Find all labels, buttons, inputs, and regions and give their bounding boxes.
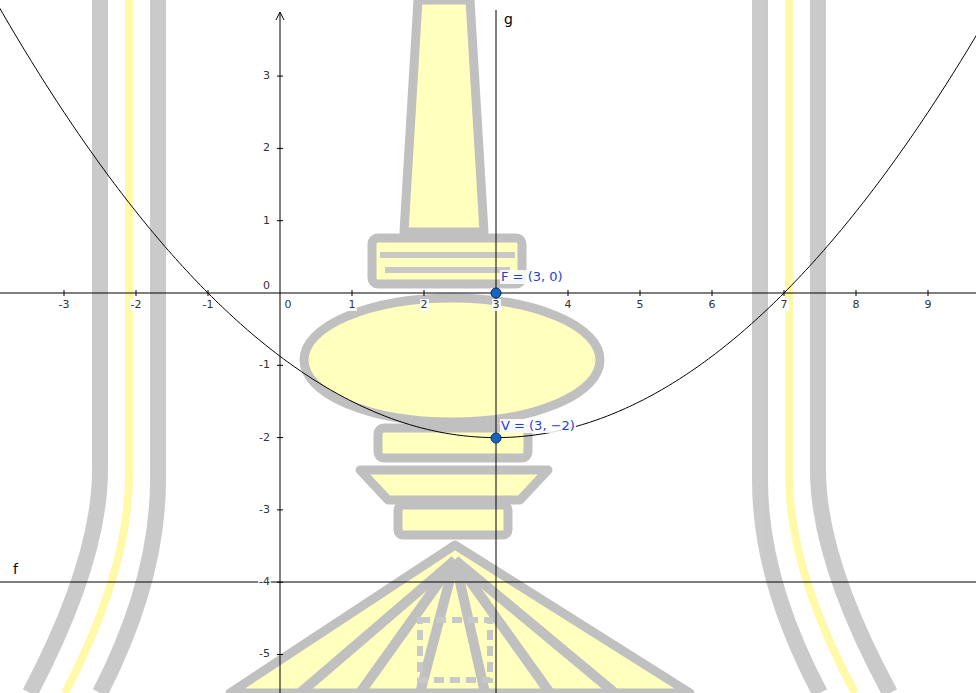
- y-tick-label: -1: [258, 359, 271, 371]
- stupa-spire: [404, 0, 484, 232]
- y-tick-label: -5: [258, 648, 271, 660]
- directrix-line-f: [0, 582, 976, 583]
- x-axis: [0, 293, 976, 294]
- y-tick-label: 1: [262, 215, 271, 227]
- right-arch-outer: [818, 0, 890, 693]
- vertex-point: [491, 433, 501, 443]
- x-tick-label: 9: [924, 299, 933, 311]
- point-label: V = (3, −2): [500, 419, 576, 433]
- y-tick-label: -3: [258, 504, 271, 516]
- x-tick-label: 0: [284, 299, 293, 311]
- origin-label: 0: [262, 280, 271, 292]
- y-tick-label: 2: [262, 142, 271, 154]
- x-tick-label: 1: [348, 299, 357, 311]
- stupa-pediment: [230, 545, 690, 693]
- x-tick-label: -1: [202, 299, 215, 311]
- x-tick-label: 8: [852, 299, 861, 311]
- y-tick-label: 3: [262, 70, 271, 82]
- tick-marks: [64, 76, 928, 654]
- x-tick-label: 7: [780, 299, 789, 311]
- axis-line-g: [496, 10, 497, 693]
- y-axis: [280, 12, 281, 693]
- x-tick-label: -3: [58, 299, 71, 311]
- x-tick-label: 6: [708, 299, 717, 311]
- left-arch-outer: [30, 0, 100, 693]
- y-axis-arrow: [276, 12, 284, 20]
- y-tick-label: -4: [258, 576, 271, 588]
- stupa-bulb: [304, 298, 600, 422]
- point-label: F = (3, 0): [500, 270, 564, 284]
- x-tick-label: 2: [420, 299, 429, 311]
- line-name: f: [12, 562, 19, 577]
- parabola-curve: [0, 0, 976, 438]
- focus-point: [491, 288, 501, 298]
- x-tick-label: 4: [564, 299, 573, 311]
- x-tick-label: 3: [492, 299, 501, 311]
- line-name: g: [503, 12, 514, 27]
- x-tick-label: -2: [130, 299, 143, 311]
- y-tick-label: -2: [258, 432, 271, 444]
- x-tick-label: 5: [636, 299, 645, 311]
